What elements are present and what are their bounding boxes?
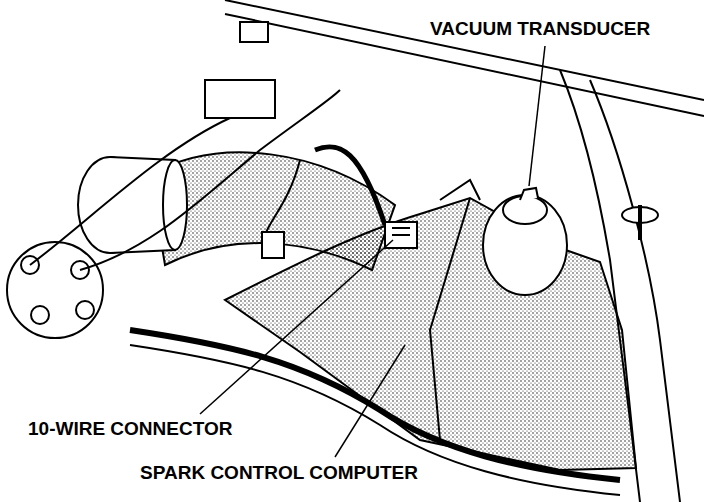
ignition-wire [30,118,230,265]
leader-line [335,345,405,457]
part-label: SPARK CONTROL COMPUTER [138,462,420,484]
connector-lead [265,160,300,235]
relay-box [205,80,275,118]
bolt-stud [638,205,642,240]
wire-connector [385,222,417,248]
distributor-body [163,160,187,250]
vacuum-transducer [503,196,547,224]
ignition-wire [80,90,340,270]
housing-edge [430,198,470,440]
distributor-cap [7,242,103,338]
hood-latch [240,22,268,42]
part-label: 10-WIRE CONNECTOR [26,418,234,440]
cap-terminal [31,306,49,324]
computer-housing [225,198,636,470]
connector-pins [392,234,410,236]
vacuum-nipple [520,188,538,200]
leader-line [200,240,393,414]
bracket [440,180,480,200]
line-art [7,0,704,502]
connector-lead [315,147,385,225]
wiring-harness [130,330,620,480]
hood-edge [225,0,704,100]
hood-edge [225,14,704,116]
plug [262,232,284,258]
leader-line [529,46,545,186]
part-label: VACUUM TRANSDUCER [428,18,652,40]
vacuum-transducer [483,195,567,295]
cap-terminal [76,301,94,319]
connector-pins [392,227,410,229]
